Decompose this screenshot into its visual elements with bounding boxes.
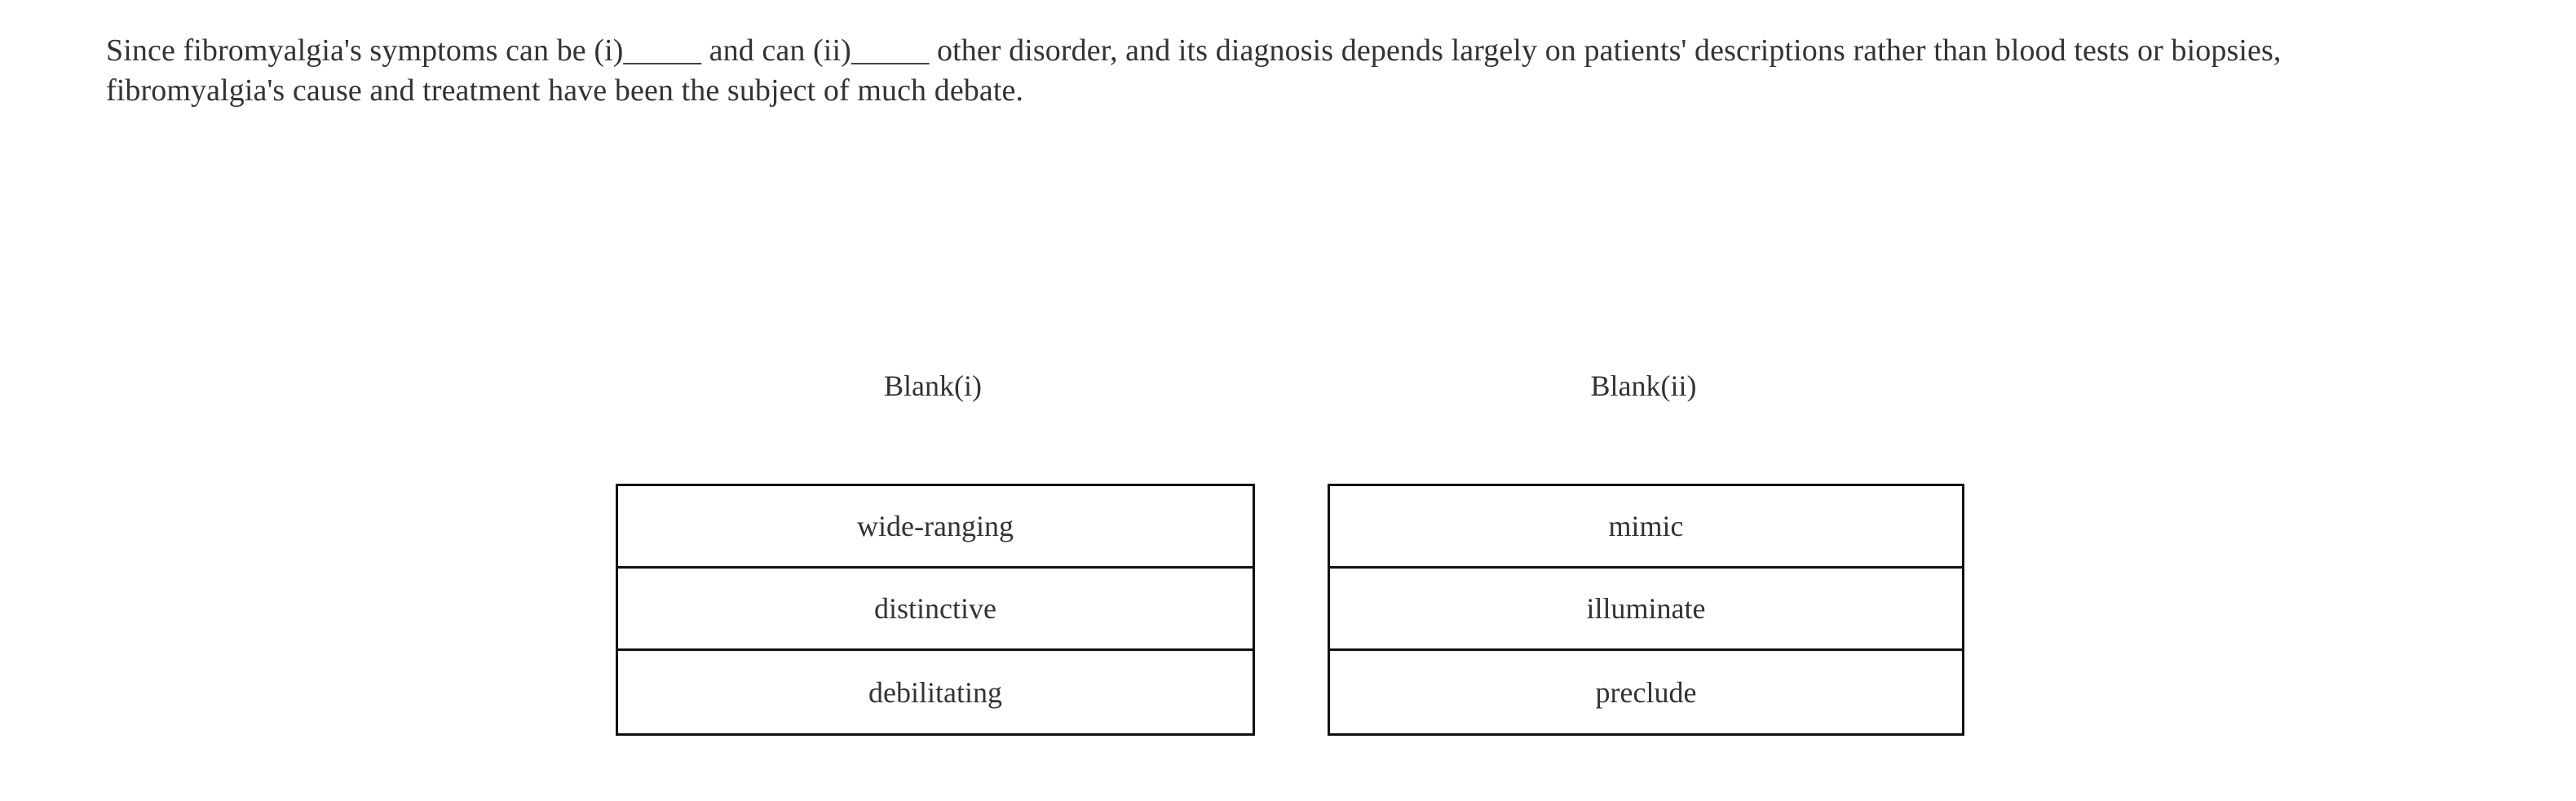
answer-column-blank-ii: Blank(ii) mimic illuminate preclude	[1328, 370, 1964, 736]
option-row[interactable]: distinctive	[618, 569, 1253, 651]
option-label: wide-ranging	[857, 510, 1014, 542]
option-row[interactable]: wide-ranging	[618, 486, 1253, 569]
option-label: preclude	[1595, 675, 1697, 709]
column-header-blank-i: Blank(i)	[884, 370, 982, 402]
passage-text-part-1: Since fibromyalgia's symptoms can be (i)	[106, 33, 624, 68]
blank-two-underscore: _____	[851, 33, 930, 68]
option-row[interactable]: preclude	[1330, 651, 1962, 733]
option-label: distinctive	[874, 592, 996, 625]
option-row[interactable]: illuminate	[1330, 569, 1962, 651]
option-label: illuminate	[1586, 592, 1706, 625]
option-label: debilitating	[868, 675, 1002, 709]
option-label: mimic	[1608, 510, 1684, 542]
option-row[interactable]: debilitating	[618, 651, 1253, 733]
column-header-blank-ii: Blank(ii)	[1590, 370, 1697, 402]
option-table-blank-i: wide-ranging distinctive debilitating	[616, 484, 1255, 736]
option-table-blank-ii: mimic illuminate preclude	[1328, 484, 1964, 736]
passage-text-part-3: other disorder, and its diagnosis depend…	[106, 33, 2282, 108]
blank-one-underscore: _____	[623, 33, 702, 68]
question-passage: Since fibromyalgia's symptoms can be (i)…	[106, 31, 2365, 110]
passage-text-part-2: and can (ii)	[701, 33, 851, 68]
option-row[interactable]: mimic	[1330, 486, 1962, 569]
answer-column-blank-i: Blank(i) wide-ranging distinctive debili…	[616, 370, 1255, 736]
